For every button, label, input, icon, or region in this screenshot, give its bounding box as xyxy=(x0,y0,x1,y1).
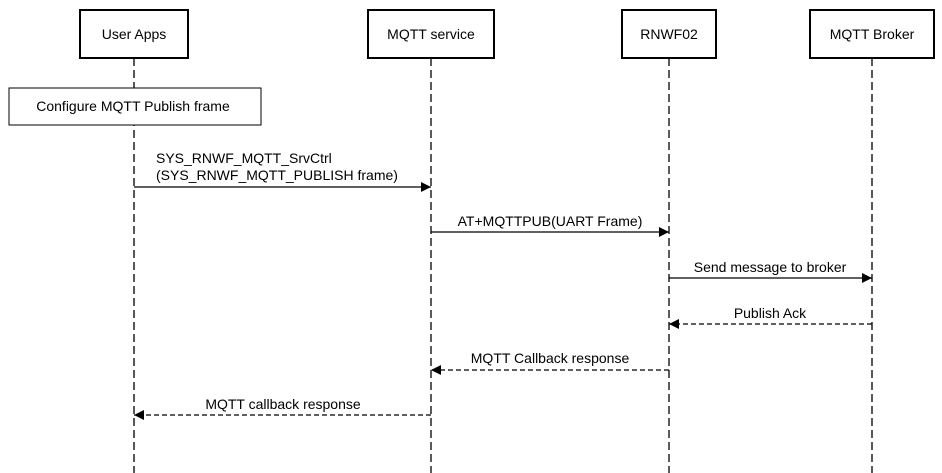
message-mqtt-callback-to-user: MQTT callback response xyxy=(134,396,431,420)
note-label: Configure MQTT Publish frame xyxy=(36,98,230,114)
participant-label: MQTT service xyxy=(387,26,475,42)
message-label-line-1: SYS_RNWF_MQTT_SrvCtrl xyxy=(156,150,332,166)
message-label: Publish Ack xyxy=(734,305,807,321)
message-publish-ack: Publish Ack xyxy=(669,305,872,329)
participant-label: User Apps xyxy=(102,26,167,42)
message-label-line-2: (SYS_RNWF_MQTT_PUBLISH frame) xyxy=(156,167,398,183)
participant-label: MQTT Broker xyxy=(830,26,915,42)
participant-mqtt-broker: MQTT Broker xyxy=(809,9,935,59)
participant-rnwf02: RNWF02 xyxy=(621,9,717,59)
participant-label: RNWF02 xyxy=(640,26,698,42)
participant-mqtt-service: MQTT service xyxy=(367,9,495,59)
message-label: AT+MQTTPUB(UART Frame) xyxy=(458,213,643,229)
message-at-mqttpub: AT+MQTTPUB(UART Frame) xyxy=(431,213,669,237)
message-srvctrl-publish: SYS_RNWF_MQTT_SrvCtrl (SYS_RNWF_MQTT_PUB… xyxy=(134,150,431,192)
message-label: Send message to broker xyxy=(694,259,847,275)
message-send-to-broker: Send message to broker xyxy=(669,259,872,283)
lifelines xyxy=(133,58,873,473)
message-label: MQTT callback response xyxy=(205,396,361,412)
message-mqtt-callback-response: MQTT Callback response xyxy=(431,350,669,375)
participant-user-apps: User Apps xyxy=(79,9,189,59)
note-configure-publish-frame: Configure MQTT Publish frame xyxy=(8,87,262,126)
message-label: MQTT Callback response xyxy=(471,350,630,366)
